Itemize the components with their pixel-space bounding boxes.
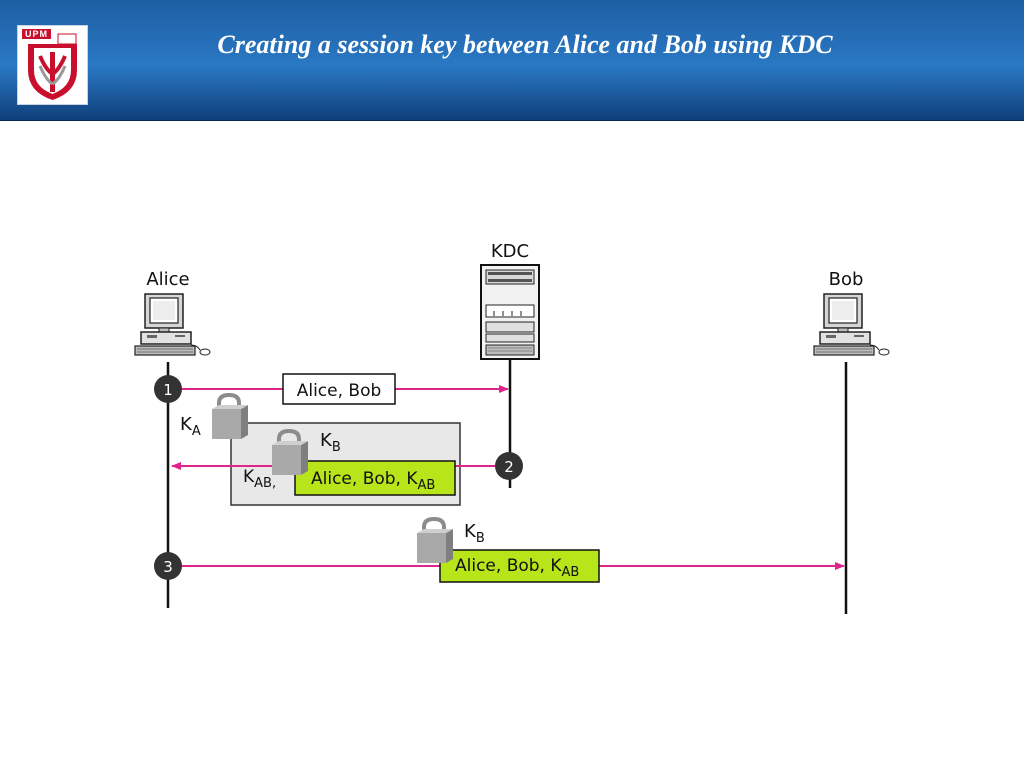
logo-text: UPM (22, 29, 51, 39)
step-1-badge (154, 375, 182, 403)
key-ka-label: KA (180, 414, 201, 439)
kdc-label: KDC (491, 241, 529, 262)
slide-header: UPM Creating a session key between Alice… (0, 0, 1024, 121)
step-1-number: 1 (163, 381, 173, 399)
message-3-text: Alice, Bob, KAB (455, 556, 579, 580)
step-3-number: 3 (163, 558, 173, 576)
kdc-server-icon (480, 264, 540, 360)
step-2-badge (495, 452, 523, 480)
message-2-inner-box (294, 460, 456, 496)
alice-label: Alice (146, 269, 189, 290)
lock-ka-icon (210, 393, 250, 441)
lock-kb-message3-icon (415, 517, 455, 565)
bob-label: Bob (829, 269, 864, 290)
message-1-box (282, 373, 396, 405)
message-3-box (439, 549, 600, 583)
university-logo: UPM (17, 25, 88, 105)
step-3-badge (154, 552, 182, 580)
alice-computer-icon (134, 293, 211, 356)
step-2-number: 2 (504, 458, 514, 476)
key-kb-message3-label: KB (464, 521, 485, 546)
bob-computer-icon (813, 293, 890, 356)
shield-icon (28, 33, 77, 100)
key-kb-inner-label: KB (320, 430, 341, 455)
slide-title: Creating a session key between Alice and… (217, 30, 833, 59)
message-2-inner-text: Alice, Bob, KAB (311, 469, 435, 493)
message-1-text: Alice, Bob (297, 381, 382, 401)
message-2-outer-key-text: KAB, (243, 467, 276, 491)
